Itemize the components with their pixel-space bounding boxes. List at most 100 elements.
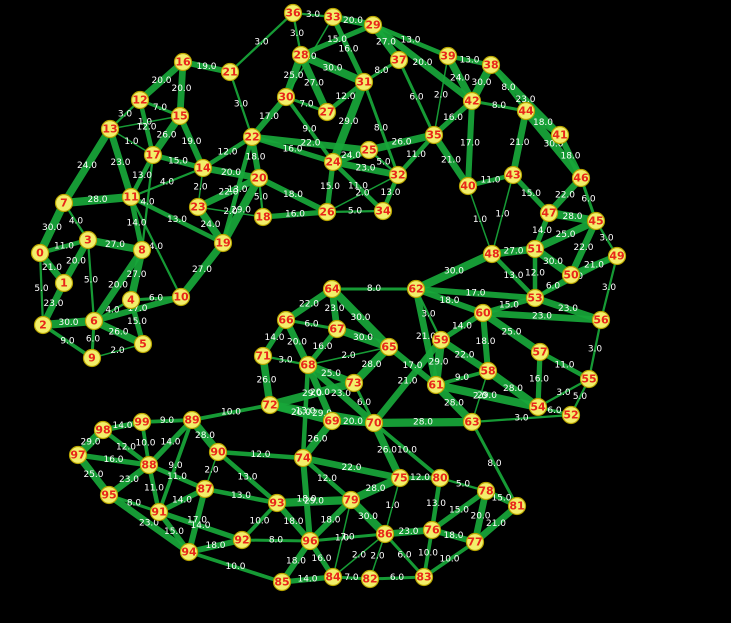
graph-node[interactable]: 4 xyxy=(121,290,141,310)
graph-node[interactable]: 13 xyxy=(100,119,120,139)
graph-node[interactable]: 91 xyxy=(149,502,169,522)
graph-node[interactable]: 79 xyxy=(341,490,361,510)
graph-node[interactable]: 12 xyxy=(130,90,150,110)
graph-node[interactable]: 16 xyxy=(173,52,193,72)
graph-node[interactable]: 40 xyxy=(458,176,478,196)
graph-node[interactable]: 77 xyxy=(465,532,485,552)
graph-node[interactable]: 9 xyxy=(82,348,102,368)
graph-node[interactable]: 97 xyxy=(68,445,88,465)
graph-node[interactable]: 19 xyxy=(213,233,233,253)
graph-node[interactable]: 94 xyxy=(179,542,199,562)
graph-node[interactable]: 47 xyxy=(539,203,559,223)
graph-node[interactable]: 96 xyxy=(300,531,320,551)
graph-node[interactable]: 68 xyxy=(298,355,318,375)
graph-node[interactable]: 27 xyxy=(317,102,337,122)
graph-node[interactable]: 85 xyxy=(272,572,292,592)
graph-node[interactable]: 10 xyxy=(171,287,191,307)
graph-node[interactable]: 67 xyxy=(327,319,347,339)
graph-node[interactable]: 81 xyxy=(507,496,527,516)
graph-node[interactable]: 75 xyxy=(390,468,410,488)
graph-node[interactable]: 73 xyxy=(344,373,364,393)
graph-node[interactable]: 72 xyxy=(260,395,280,415)
graph-node[interactable]: 89 xyxy=(182,410,202,430)
graph-node[interactable]: 56 xyxy=(591,310,611,330)
graph-node[interactable]: 64 xyxy=(322,279,342,299)
graph-node[interactable]: 63 xyxy=(462,412,482,432)
graph-node[interactable]: 23 xyxy=(188,197,208,217)
graph-node[interactable]: 46 xyxy=(571,168,591,188)
graph-node[interactable]: 65 xyxy=(379,337,399,357)
graph-node[interactable]: 39 xyxy=(438,46,458,66)
graph-node[interactable]: 61 xyxy=(426,375,446,395)
graph-node[interactable]: 82 xyxy=(360,569,380,589)
graph-node[interactable]: 54 xyxy=(528,397,548,417)
graph-node[interactable]: 26 xyxy=(317,202,337,222)
graph-node[interactable]: 24 xyxy=(323,152,343,172)
graph-node[interactable]: 31 xyxy=(354,72,374,92)
graph-node[interactable]: 59 xyxy=(431,330,451,350)
graph-node[interactable]: 62 xyxy=(406,279,426,299)
graph-node[interactable]: 86 xyxy=(375,524,395,544)
graph-node[interactable]: 5 xyxy=(133,334,153,354)
graph-node[interactable]: 34 xyxy=(373,201,393,221)
graph-node[interactable]: 43 xyxy=(503,165,523,185)
graph-node[interactable]: 74 xyxy=(293,448,313,468)
graph-node[interactable]: 87 xyxy=(195,479,215,499)
graph-node[interactable]: 42 xyxy=(462,91,482,111)
graph-node[interactable]: 7 xyxy=(54,193,74,213)
graph-node[interactable]: 78 xyxy=(476,481,496,501)
graph-node[interactable]: 93 xyxy=(267,493,287,513)
graph-node[interactable]: 28 xyxy=(291,45,311,65)
graph-node[interactable]: 45 xyxy=(586,211,606,231)
graph-node[interactable]: 70 xyxy=(364,413,384,433)
graph-node[interactable]: 14 xyxy=(193,158,213,178)
graph-node[interactable]: 25 xyxy=(359,140,379,160)
graph-node[interactable]: 57 xyxy=(530,342,550,362)
graph-node[interactable]: 18 xyxy=(253,207,273,227)
graph-node[interactable]: 35 xyxy=(424,125,444,145)
graph-node[interactable]: 51 xyxy=(525,239,545,259)
graph-node[interactable]: 17 xyxy=(143,145,163,165)
graph-node[interactable]: 20 xyxy=(249,168,269,188)
graph-node[interactable]: 99 xyxy=(132,412,152,432)
graph-node[interactable]: 83 xyxy=(414,567,434,587)
graph-node[interactable]: 36 xyxy=(283,3,303,23)
graph-node[interactable]: 98 xyxy=(93,420,113,440)
graph-node[interactable]: 2 xyxy=(33,315,53,335)
graph-node[interactable]: 60 xyxy=(473,303,493,323)
graph-node[interactable]: 32 xyxy=(388,165,408,185)
graph-node[interactable]: 49 xyxy=(607,246,627,266)
graph-node[interactable]: 58 xyxy=(478,361,498,381)
graph-node[interactable]: 38 xyxy=(481,55,501,75)
graph-node[interactable]: 90 xyxy=(208,442,228,462)
graph-node[interactable]: 80 xyxy=(430,468,450,488)
graph-node[interactable]: 92 xyxy=(232,530,252,550)
graph-node[interactable]: 8 xyxy=(132,240,152,260)
graph-node[interactable]: 53 xyxy=(525,288,545,308)
graph-node[interactable]: 71 xyxy=(253,346,273,366)
graph-node[interactable]: 76 xyxy=(422,520,442,540)
graph-node[interactable]: 52 xyxy=(561,405,581,425)
graph-node[interactable]: 44 xyxy=(516,101,536,121)
graph-node[interactable]: 66 xyxy=(276,310,296,330)
graph-node[interactable]: 11 xyxy=(121,187,141,207)
graph-node[interactable]: 50 xyxy=(561,265,581,285)
graph-node[interactable]: 29 xyxy=(363,15,383,35)
graph-node[interactable]: 1 xyxy=(54,273,74,293)
graph-node[interactable]: 55 xyxy=(579,369,599,389)
graph-node[interactable]: 6 xyxy=(84,311,104,331)
graph-node[interactable]: 69 xyxy=(322,411,342,431)
graph-node[interactable]: 84 xyxy=(323,567,343,587)
graph-node[interactable]: 22 xyxy=(242,127,262,147)
graph-node[interactable]: 33 xyxy=(323,7,343,27)
graph-node[interactable]: 0 xyxy=(30,243,50,263)
graph-node[interactable]: 30 xyxy=(276,87,296,107)
graph-node[interactable]: 37 xyxy=(389,50,409,70)
graph-node[interactable]: 15 xyxy=(170,106,190,126)
graph-node[interactable]: 21 xyxy=(220,62,240,82)
graph-node[interactable]: 41 xyxy=(550,125,570,145)
graph-node[interactable]: 88 xyxy=(139,455,159,475)
graph-node[interactable]: 95 xyxy=(99,485,119,505)
graph-node[interactable]: 48 xyxy=(482,244,502,264)
graph-node[interactable]: 3 xyxy=(78,230,98,250)
